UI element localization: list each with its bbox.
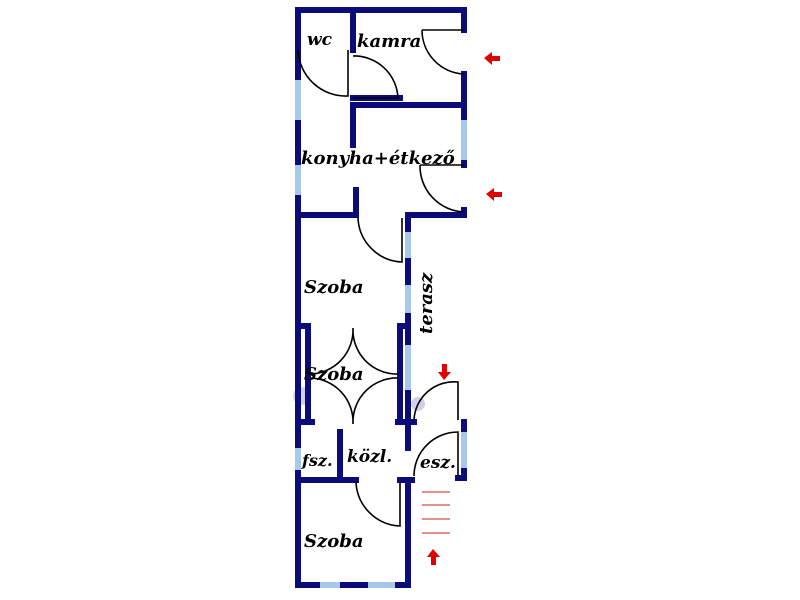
room-labels: wc kamra konyha+étkező Szoba Szoba fsz. …: [301, 30, 456, 552]
door-esz: [413, 431, 459, 477]
windows: [295, 80, 467, 588]
room-label-hall: közl.: [347, 447, 392, 467]
door-kamra-exterior: [421, 29, 465, 75]
room-label-vestibule: esz.: [420, 453, 456, 473]
door-room2-top: [309, 327, 399, 375]
arrow-up-icon: [427, 549, 440, 565]
door-kamra: [352, 55, 399, 99]
room-label-room1: Szoba: [304, 277, 363, 298]
door-room1: [357, 217, 403, 263]
door-room2-bottom: [309, 377, 399, 425]
room-label-kamra: kamra: [357, 31, 421, 52]
door-wc: [297, 49, 349, 97]
entrance-arrows: [427, 52, 502, 565]
room-label-room3: Szoba: [304, 531, 363, 552]
room-label-fsz: fsz.: [301, 451, 333, 470]
door-swings: [297, 29, 465, 527]
arrow-left-icon: [484, 52, 500, 65]
door-room3: [355, 481, 401, 527]
room-label-room2: Szoba: [304, 364, 363, 385]
arrow-down-icon: [438, 364, 451, 380]
terrace-label: terasz: [416, 272, 437, 334]
room-label-wc: wc: [307, 30, 333, 50]
door-vestibule-entry: [413, 381, 459, 421]
door-kitchen-exterior: [419, 164, 465, 213]
stairs: [422, 491, 450, 534]
arrow-left-icon: [486, 188, 502, 201]
room-label-kitchen: konyha+étkező: [301, 148, 455, 169]
